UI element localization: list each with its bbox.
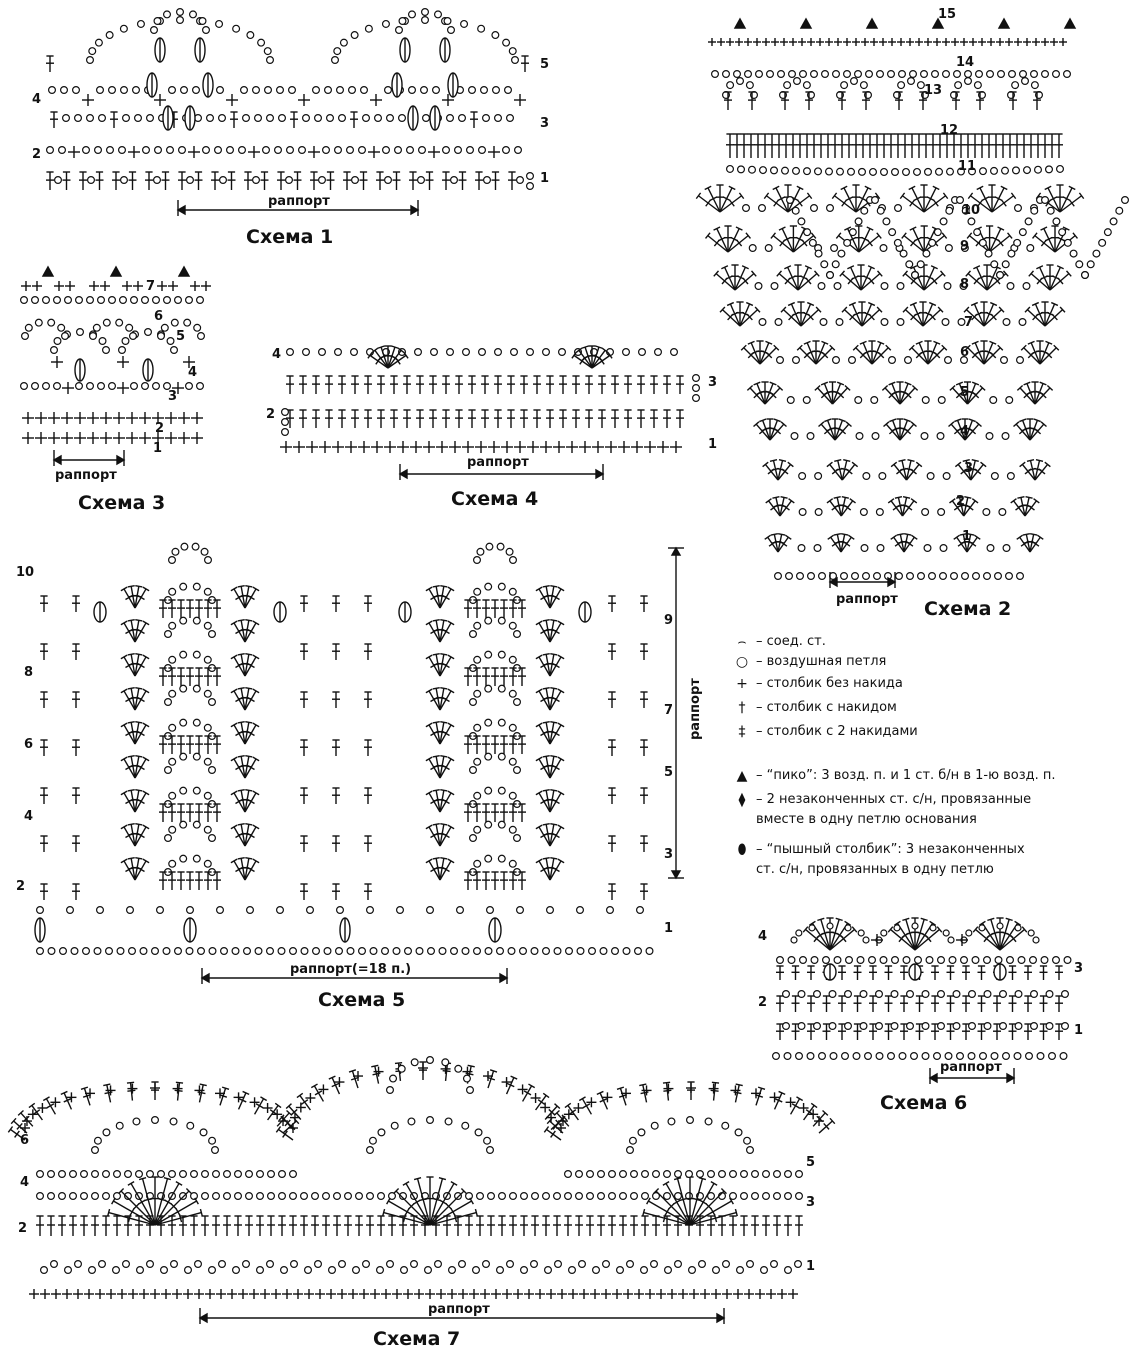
s2-row-number: 3 bbox=[964, 461, 974, 476]
s5-row-number: 6 bbox=[24, 737, 34, 752]
scheme-7-rapport-label: раппорт bbox=[428, 1302, 490, 1317]
scheme-3-chart bbox=[20, 265, 211, 466]
scheme-2-rapport-label: раппорт bbox=[836, 592, 898, 607]
legend-item-3: † – столбик с накидом bbox=[728, 698, 897, 718]
scheme-4-rapport-label: раппорт bbox=[467, 455, 529, 470]
s7-row-number: 3 bbox=[806, 1195, 816, 1210]
s2-row-number: 7 bbox=[964, 315, 974, 330]
scheme-1-title: Схема 1 bbox=[246, 226, 334, 248]
s5-row-number: 8 bbox=[24, 665, 34, 680]
s3-row-number: 3 bbox=[168, 389, 178, 404]
s4-row-number: 4 bbox=[272, 347, 282, 362]
dc2tog-icon: ⧫ bbox=[738, 792, 746, 808]
s2-row-number: 15 bbox=[938, 7, 957, 22]
scheme-5-chart bbox=[34, 542, 684, 984]
scheme-1-rapport-label: раппорт bbox=[268, 194, 330, 209]
s1-row-number: 5 bbox=[540, 57, 550, 72]
legend-text: – столбик с 2 накидами bbox=[756, 724, 918, 739]
s5-row-number: 2 bbox=[16, 879, 26, 894]
scheme-2-title: Схема 2 bbox=[924, 598, 1012, 620]
scheme-5-vertical-rapport-label: раппорт bbox=[688, 678, 703, 740]
legend-text: – воздушная петля bbox=[756, 654, 887, 669]
legend-item-7: ⬮ – “пышный столбик”: 3 незаконченных ст.… bbox=[728, 840, 1025, 880]
s2-row-number: 13 bbox=[924, 83, 943, 98]
picot-icon: ▲ bbox=[736, 768, 748, 784]
legend-item-0: ⌢ – соед. ст. bbox=[728, 632, 826, 652]
slip-stitch-icon: ⌢ bbox=[737, 634, 747, 650]
s2-row-number: 6 bbox=[960, 345, 970, 360]
scheme-3-title: Схема 3 bbox=[78, 492, 166, 514]
chain-icon: ○ bbox=[735, 654, 749, 670]
s2-row-number: 2 bbox=[956, 494, 966, 509]
legend-text: – “пико”: 3 возд. п. и 1 ст. б/н в 1-ю в… bbox=[756, 768, 1056, 783]
scheme-5-rapport-label: раппорт(=18 п.) bbox=[290, 962, 412, 977]
legend-item-6: ⧫ – 2 незаконченных ст. с/н, провязанные … bbox=[728, 790, 1032, 830]
s2-row-number: 10 bbox=[962, 203, 981, 218]
s6-row-number: 3 bbox=[1074, 961, 1084, 976]
scheme-3-rapport-label: раппорт bbox=[55, 468, 117, 483]
s4-row-number: 1 bbox=[708, 437, 718, 452]
s2-row-number: 9 bbox=[960, 239, 970, 254]
s1-row-number: 1 bbox=[540, 171, 550, 186]
scheme-7-title: Схема 7 bbox=[373, 1328, 461, 1350]
s5-row-number: 3 bbox=[664, 847, 674, 862]
s1-row-number: 3 bbox=[540, 116, 550, 131]
scheme-4-chart bbox=[280, 345, 700, 480]
s2-row-number: 4 bbox=[960, 424, 970, 439]
scheme-1-chart bbox=[45, 8, 534, 216]
legend-item-5: ▲ – “пико”: 3 возд. п. и 1 ст. б/н в 1-ю … bbox=[728, 766, 1056, 786]
s2-row-number: 12 bbox=[940, 123, 959, 138]
s6-row-number: 1 bbox=[1074, 1023, 1084, 1038]
s2-row-number: 5 bbox=[960, 385, 970, 400]
s7-row-number: 5 bbox=[806, 1155, 816, 1170]
scheme-5-title: Схема 5 bbox=[318, 989, 406, 1011]
legend-item-4: ‡ – столбик с 2 накидами bbox=[728, 722, 918, 742]
s3-row-number: 5 bbox=[176, 329, 186, 344]
s5-row-number: 10 bbox=[16, 565, 35, 580]
s3-row-number: 2 bbox=[155, 421, 165, 436]
double-crochet-icon: † bbox=[738, 700, 746, 716]
scheme-6-chart bbox=[771, 917, 1072, 1084]
s5-row-number: 1 bbox=[664, 921, 674, 936]
legend-text: – столбик без накида bbox=[756, 676, 903, 691]
s1-row-number: 2 bbox=[32, 147, 42, 162]
scheme-4-title: Схема 4 bbox=[451, 488, 539, 510]
s5-row-number: 9 bbox=[664, 613, 674, 628]
s6-row-number: 2 bbox=[758, 995, 768, 1010]
s7-row-number: 6 bbox=[20, 1133, 30, 1148]
legend-text: – соед. ст. bbox=[756, 634, 826, 649]
scheme-6-title: Схема 6 bbox=[880, 1092, 968, 1114]
s2-row-number: 1 bbox=[962, 529, 972, 544]
single-crochet-icon: + bbox=[736, 676, 748, 692]
legend-item-1: ○ – воздушная петля bbox=[728, 652, 886, 672]
s2-row-number: 14 bbox=[956, 55, 975, 70]
legend-item-2: + – столбик без накида bbox=[728, 674, 903, 694]
legend-text: – 2 незаконченных ст. с/н, провязанные в… bbox=[756, 792, 1032, 827]
treble-crochet-icon: ‡ bbox=[738, 724, 746, 740]
legend-text: – “пышный столбик”: 3 незаконченных ст. … bbox=[756, 842, 1025, 877]
scheme-2-chart bbox=[695, 17, 1129, 588]
s3-row-number: 7 bbox=[146, 279, 156, 294]
scheme-6-rapport-label: раппорт bbox=[940, 1060, 1002, 1075]
s5-row-number: 4 bbox=[24, 809, 34, 824]
s6-row-number: 4 bbox=[758, 929, 768, 944]
legend-text: – столбик с накидом bbox=[756, 700, 897, 715]
s5-row-number: 5 bbox=[664, 765, 674, 780]
s7-row-number: 2 bbox=[18, 1221, 28, 1236]
s3-row-number: 1 bbox=[153, 441, 163, 456]
s5-row-number: 7 bbox=[664, 703, 674, 718]
s1-row-number: 4 bbox=[32, 92, 42, 107]
s2-row-number: 11 bbox=[958, 159, 977, 174]
s4-row-number: 3 bbox=[708, 375, 718, 390]
puff-stitch-icon: ⬮ bbox=[737, 842, 747, 858]
s4-row-number: 2 bbox=[266, 407, 276, 422]
s3-row-number: 6 bbox=[154, 309, 164, 324]
scheme-7-chart bbox=[7, 1055, 836, 1324]
s7-row-number: 4 bbox=[20, 1175, 30, 1190]
s3-row-number: 4 bbox=[188, 365, 198, 380]
s7-row-number: 1 bbox=[806, 1259, 816, 1274]
s2-row-number: 8 bbox=[960, 277, 970, 292]
